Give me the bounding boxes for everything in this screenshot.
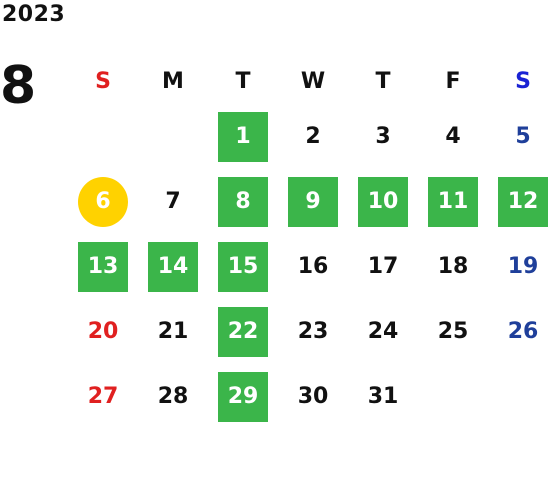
date-cell[interactable]: 24 [367, 319, 399, 344]
calendar-cell: 16 [278, 234, 348, 299]
calendar-cell: 20 [68, 299, 138, 364]
date-cell[interactable]: 19 [507, 254, 539, 279]
weekday-header: S [95, 68, 111, 94]
weekday-header: T [235, 68, 251, 94]
calendar-cell: 25 [418, 299, 488, 364]
date-cell[interactable]: 23 [297, 319, 329, 344]
calendar-cell: 23 [278, 299, 348, 364]
date-cell[interactable]: 18 [437, 254, 469, 279]
date-cell[interactable]: 2 [305, 124, 321, 149]
weekday-header: W [300, 68, 326, 94]
date-cell[interactable]: 31 [367, 384, 399, 409]
calendar-cell: 1 [208, 104, 278, 169]
calendar-cell: 28 [138, 364, 208, 429]
date-cell[interactable]: 7 [165, 189, 181, 214]
date-cell[interactable]: 26 [507, 319, 539, 344]
calendar-cell: 7 [138, 169, 208, 234]
date-cell[interactable]: 3 [375, 124, 391, 149]
weekday-header: S [515, 68, 531, 94]
calendar-cell: 3 [348, 104, 418, 169]
date-cell[interactable]: 28 [157, 384, 189, 409]
calendar-cell: 31 [348, 364, 418, 429]
calendar-cell: 21 [138, 299, 208, 364]
weekday-header: F [445, 68, 461, 94]
calendar-cell: 8 [208, 169, 278, 234]
date-cell[interactable]: 20 [87, 319, 119, 344]
empty-calendar-cell [68, 104, 138, 169]
highlighted-date-cell[interactable]: 8 [218, 176, 268, 227]
highlighted-date-cell[interactable]: 22 [218, 306, 268, 357]
calendar-cell: 24 [348, 299, 418, 364]
calendar-cell: 14 [138, 234, 208, 299]
date-cell[interactable]: 4 [445, 124, 461, 149]
calendar-cell: 26 [488, 299, 548, 364]
date-cell[interactable]: 25 [437, 319, 469, 344]
highlighted-date-cell[interactable]: 15 [218, 241, 268, 292]
calendar-cell: 19 [488, 234, 548, 299]
calendar-cell: 5 [488, 104, 548, 169]
date-cell[interactable]: 21 [157, 319, 189, 344]
highlighted-date-cell[interactable]: 9 [288, 176, 338, 227]
calendar-cell: 13 [68, 234, 138, 299]
date-cell[interactable]: 27 [87, 384, 119, 409]
date-cell[interactable]: 30 [297, 384, 329, 409]
calendar-cell: 18 [418, 234, 488, 299]
highlighted-date-cell[interactable]: 11 [428, 176, 478, 227]
calendar-cell: 22 [208, 299, 278, 364]
date-cell[interactable]: 5 [515, 124, 531, 149]
empty-calendar-cell [488, 364, 548, 429]
highlighted-date-cell[interactable]: 1 [218, 111, 268, 162]
calendar-cell: 12 [488, 169, 548, 234]
weekday-header: M [162, 68, 184, 94]
calendar-cell: 15 [208, 234, 278, 299]
date-cell[interactable]: 17 [367, 254, 399, 279]
calendar-cell: 2 [278, 104, 348, 169]
calendar-cell: 9 [278, 169, 348, 234]
calendar-cell: 27 [68, 364, 138, 429]
today-date-cell[interactable]: 6 [78, 176, 128, 227]
highlighted-date-cell[interactable]: 29 [218, 371, 268, 422]
weekday-header: T [375, 68, 391, 94]
highlighted-date-cell[interactable]: 14 [148, 241, 198, 292]
calendar-cell: 11 [418, 169, 488, 234]
year-label: 2023 [2, 2, 66, 27]
highlighted-date-cell[interactable]: 13 [78, 241, 128, 292]
calendar-cell: 10 [348, 169, 418, 234]
calendar-cell: 30 [278, 364, 348, 429]
calendar-cell: 29 [208, 364, 278, 429]
empty-calendar-cell [418, 364, 488, 429]
month-number: 8 [0, 56, 37, 116]
highlighted-date-cell[interactable]: 12 [498, 176, 548, 227]
empty-calendar-cell [138, 104, 208, 169]
calendar-cell: 6 [68, 169, 138, 234]
calendar-cell: 17 [348, 234, 418, 299]
date-cell[interactable]: 16 [297, 254, 329, 279]
highlighted-date-cell[interactable]: 10 [358, 176, 408, 227]
calendar-cell: 4 [418, 104, 488, 169]
